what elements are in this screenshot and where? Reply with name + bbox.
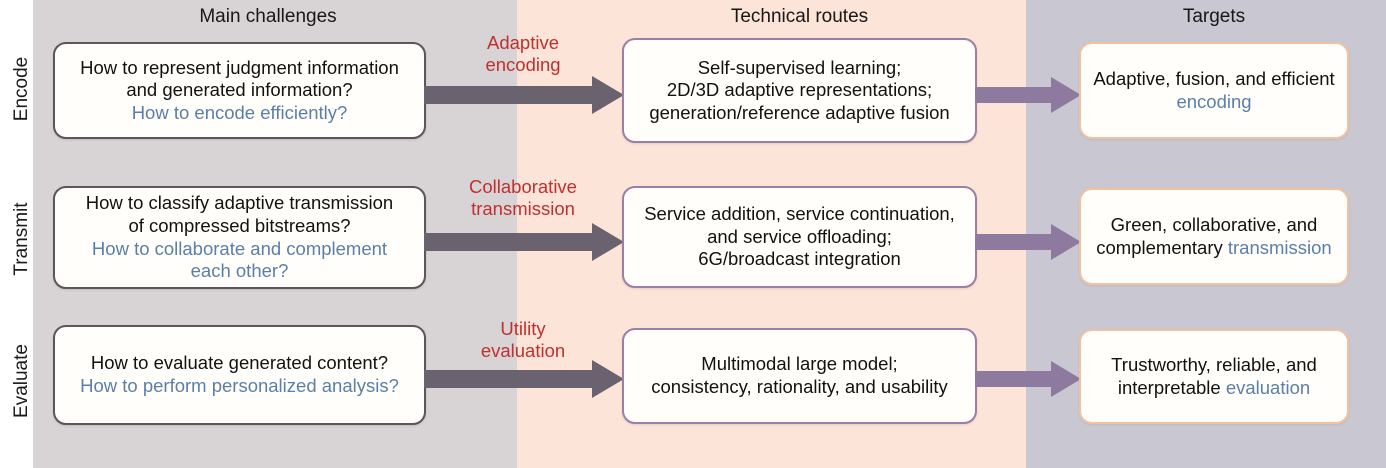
challenge-text-blue: How to encode efficiently?: [80, 102, 399, 125]
arrow-label-utility-evaluation: Utility evaluation: [480, 318, 566, 362]
target-text-black: Green, collaborative, and complementary: [1096, 213, 1318, 258]
route-line: 6G/broadcast integration: [698, 248, 901, 270]
target-text-blue: transmission: [1227, 236, 1332, 258]
column-header-technical-routes: Technical routes: [730, 6, 869, 27]
challenge-line: each other?: [190, 260, 289, 282]
target-text-blue: evaluation: [1225, 376, 1311, 398]
route-box-transmit: Service addition, service continuation, …: [622, 186, 977, 288]
arrow-label-adaptive-encoding: Adaptive encoding: [485, 32, 561, 76]
challenge-line: How to represent judgment information: [80, 56, 399, 78]
challenge-line: and generated information?: [126, 79, 353, 101]
arrow-route-to-target-encode: [975, 74, 1081, 116]
target-box-transmit: Green, collaborative, and complementary …: [1079, 188, 1349, 285]
challenge-text-black: How to classify adaptive transmission of…: [86, 192, 393, 237]
column-header-main-challenges: Main challenges: [199, 6, 337, 27]
route-line: Multimodal large model;: [701, 353, 898, 375]
route-line: Service addition, service continuation,: [644, 203, 955, 225]
target-text-black: Trustworthy, reliable, and interpretable: [1111, 353, 1317, 398]
row-label-transmit: Transmit: [11, 202, 32, 276]
route-box-encode: Self-supervised learning; 2D/3D adaptive…: [622, 38, 977, 143]
challenge-line: How to encode efficiently?: [131, 101, 348, 123]
arrow-challenge-to-route-encode: [424, 74, 624, 116]
challenge-line: of compressed bitstreams?: [128, 214, 351, 236]
challenge-text-blue: How to collaborate and complement each o…: [86, 238, 393, 283]
target-box-evaluate: Trustworthy, reliable, and interpretable…: [1079, 329, 1349, 424]
row-label-evaluate: Evaluate: [11, 344, 32, 418]
route-line: 2D/3D adaptive representations;: [666, 79, 933, 101]
challenge-box-transmit: How to classify adaptive transmission of…: [53, 186, 426, 289]
target-text-blue: encoding: [1176, 90, 1252, 112]
challenge-line: How to classify adaptive transmission: [85, 192, 394, 214]
arrow-route-to-target-evaluate: [975, 358, 1081, 400]
column-header-targets: Targets: [1182, 6, 1246, 27]
challenge-line: How to collaborate and complement: [91, 237, 388, 259]
row-label-encode: Encode: [11, 56, 32, 122]
arrow-challenge-to-route-transmit: [424, 221, 624, 263]
challenge-line: How to perform personalized analysis?: [80, 375, 399, 396]
challenge-box-evaluate: How to evaluate generated content? How t…: [53, 325, 426, 425]
arrow-challenge-to-route-evaluate: [424, 358, 624, 400]
challenge-text-black: How to evaluate generated content?: [80, 352, 399, 375]
route-line: generation/reference adaptive fusion: [649, 101, 950, 123]
challenge-text-blue: How to perform personalized analysis?: [80, 375, 399, 398]
route-line: Self-supervised learning;: [697, 56, 902, 78]
challenge-line: How to evaluate generated content?: [90, 352, 389, 374]
route-box-evaluate: Multimodal large model; consistency, rat…: [622, 328, 977, 424]
challenge-text-black: How to represent judgment information an…: [80, 57, 399, 102]
challenge-box-encode: How to represent judgment information an…: [53, 42, 426, 139]
target-box-encode: Adaptive, fusion, and efficient encoding: [1079, 42, 1349, 139]
route-line: and service offloading;: [707, 225, 892, 247]
route-line: consistency, rationality, and usability: [651, 376, 948, 397]
arrow-route-to-target-transmit: [975, 221, 1081, 263]
arrow-label-collaborative-transmission: Collaborative transmission: [469, 176, 577, 220]
target-text-black: Adaptive, fusion, and efficient: [1093, 67, 1335, 89]
